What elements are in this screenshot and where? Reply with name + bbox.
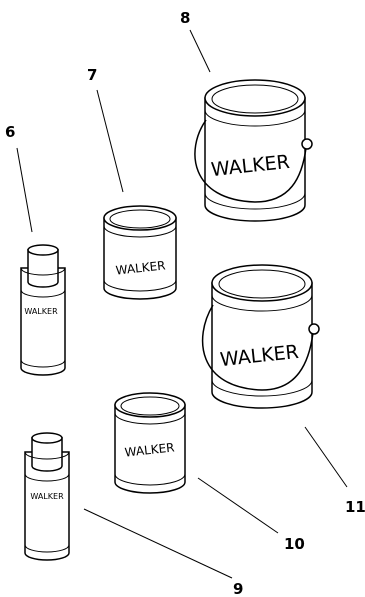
callout-6: 6 bbox=[5, 123, 15, 141]
brand-label: WALKER bbox=[30, 492, 64, 501]
callout-8: 8 bbox=[180, 9, 190, 27]
quart-can-7: WALKER bbox=[103, 205, 177, 300]
callout-11: 11 bbox=[345, 498, 365, 516]
callout-7: 7 bbox=[87, 66, 97, 84]
leader-line-9 bbox=[83, 508, 233, 579]
gallon-can-8: WALKER bbox=[194, 79, 313, 222]
leader-line-11 bbox=[304, 426, 348, 488]
quart-can-10: WALKER bbox=[114, 392, 186, 494]
brand-label: WALKER bbox=[115, 258, 166, 277]
brand-label: WALKER bbox=[124, 440, 175, 459]
leader-line-8 bbox=[189, 29, 211, 73]
callout-10: 10 bbox=[284, 535, 305, 553]
leader-line-6 bbox=[16, 147, 33, 233]
leader-line-10 bbox=[197, 477, 279, 534]
callout-numbers: 6 7 8 9 10 11 bbox=[5, 9, 365, 597]
leader-lines bbox=[16, 29, 348, 579]
callout-9: 9 bbox=[233, 580, 243, 597]
spray-can-6: WALKER bbox=[20, 244, 66, 376]
spray-can-9: WALKER bbox=[24, 432, 70, 561]
brand-label: WALKER bbox=[24, 307, 58, 316]
leader-line-7 bbox=[96, 89, 124, 193]
gallon-can-11: WALKER bbox=[201, 264, 320, 409]
